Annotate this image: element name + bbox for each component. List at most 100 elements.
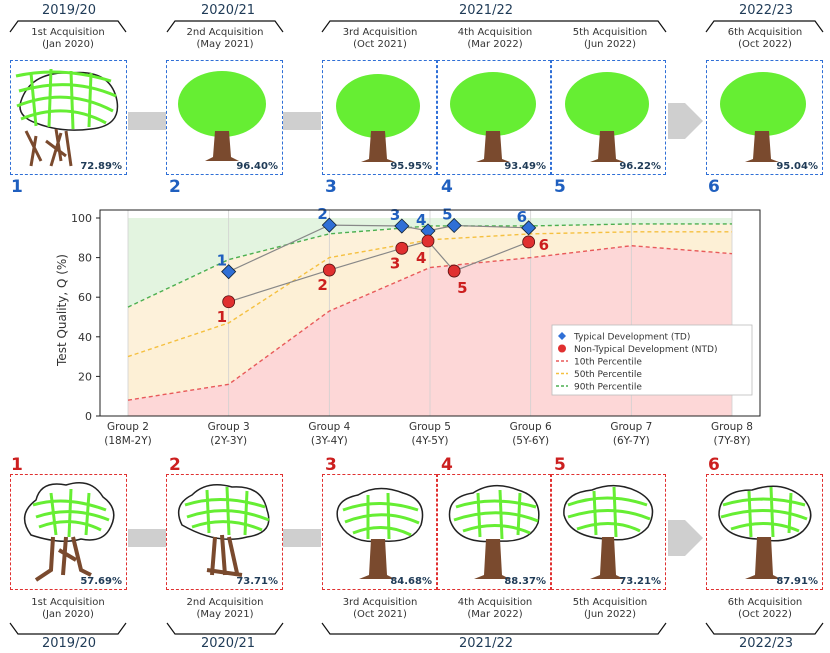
acq-title: 3rd Acquisition(Oct 2021) bbox=[342, 27, 418, 50]
x-tick-sublabel: (5Y-6Y) bbox=[512, 435, 549, 447]
tree-drawing bbox=[23, 482, 115, 582]
tree-drawing bbox=[718, 485, 812, 579]
x-tick-label: Group 2 bbox=[107, 421, 149, 433]
y-axis-label: Test Quality, Q (%) bbox=[55, 254, 69, 367]
point-label: 5 bbox=[457, 279, 467, 297]
arrow-shaft bbox=[283, 112, 321, 130]
drawing-card-ntd-5: 73.21% bbox=[551, 474, 666, 590]
quality-percent: 95.04% bbox=[776, 161, 818, 172]
plot-frame bbox=[99, 209, 761, 417]
bottom-year-label: 2020/21 bbox=[200, 636, 255, 651]
x-tick-label: Group 7 bbox=[610, 421, 652, 433]
arrow-shaft bbox=[128, 112, 166, 130]
tree-drawing bbox=[565, 72, 649, 162]
drawing-card-td-4: 93.49% bbox=[437, 60, 551, 175]
tree-drawing bbox=[336, 74, 420, 162]
top-year-brackets bbox=[9, 20, 824, 33]
x-tick-sublabel: (7Y-8Y) bbox=[714, 435, 751, 447]
legend-marker bbox=[558, 332, 566, 340]
arrow-shaft bbox=[283, 529, 321, 547]
point-label: 2 bbox=[317, 205, 327, 223]
tree-drawing bbox=[336, 487, 424, 579]
top-year-label: 2020/21 bbox=[200, 3, 255, 18]
x-tick-sublabel: (18M-2Y) bbox=[104, 435, 152, 447]
td-point bbox=[446, 217, 462, 234]
x-tick-sublabel: (3Y-4Y) bbox=[311, 435, 348, 447]
series-line bbox=[228, 224, 529, 273]
legend-box bbox=[551, 324, 753, 396]
series-line bbox=[228, 240, 529, 303]
tree-drawing bbox=[15, 68, 119, 167]
x-tick-sublabel: (4Y-5Y) bbox=[412, 435, 449, 447]
band-above-90th bbox=[128, 218, 732, 308]
ntd-point bbox=[395, 241, 409, 255]
point-label: 5 bbox=[442, 205, 452, 223]
y-tick-label: 100 bbox=[71, 212, 92, 225]
x-tick-label: Group 4 bbox=[308, 421, 350, 433]
arrow-head bbox=[668, 103, 703, 139]
legend-marker bbox=[558, 344, 566, 353]
percentile-line bbox=[127, 245, 733, 401]
quality-percent: 93.49% bbox=[504, 161, 546, 172]
y-tick-label: 80 bbox=[78, 252, 92, 265]
x-tick-sublabel: (2Y-3Y) bbox=[210, 435, 247, 447]
acq-number: 1 bbox=[11, 177, 23, 197]
quality-percent: 73.21% bbox=[619, 576, 661, 587]
legend-label: 50th Percentile bbox=[574, 370, 642, 380]
point-label: 1 bbox=[217, 252, 227, 270]
x-tick-label: Group 3 bbox=[208, 421, 250, 433]
acq-number: 3 bbox=[325, 455, 337, 475]
arrow-head bbox=[668, 520, 703, 556]
td-point bbox=[321, 217, 337, 233]
acq-number: 4 bbox=[441, 455, 453, 475]
acq-number: 1 bbox=[11, 455, 23, 475]
tree-drawing bbox=[448, 484, 540, 579]
acq-number: 6 bbox=[708, 177, 720, 197]
bottom-year-label: 2019/20 bbox=[41, 636, 96, 651]
td-point bbox=[221, 264, 237, 280]
quality-percent: 96.40% bbox=[236, 161, 278, 172]
quality-percent: 84.68% bbox=[390, 576, 432, 587]
acq-title: 5th Acquisition(Jun 2022) bbox=[572, 27, 648, 50]
acq-number: 6 bbox=[708, 455, 720, 475]
point-label: 6 bbox=[539, 236, 549, 254]
y-tick-label: 0 bbox=[85, 410, 92, 423]
x-tick-label: Group 5 bbox=[409, 421, 451, 433]
quality-percent: 88.37% bbox=[504, 576, 546, 587]
td-point bbox=[521, 220, 537, 236]
x-tick-label: Group 6 bbox=[510, 421, 552, 433]
y-tick-label: 60 bbox=[78, 291, 92, 304]
y-tick-label: 40 bbox=[78, 331, 92, 344]
ntd-point bbox=[222, 295, 236, 309]
acq-number: 4 bbox=[441, 177, 453, 197]
acq-title: 1st Acquisition(Jan 2020) bbox=[31, 597, 105, 620]
quality-percent: 96.22% bbox=[619, 161, 661, 172]
quality-percent: 95.95% bbox=[390, 161, 432, 172]
tree-drawing bbox=[450, 72, 536, 162]
point-label: 6 bbox=[517, 208, 527, 226]
point-label: 4 bbox=[416, 211, 426, 229]
quality-percent: 72.89% bbox=[80, 161, 122, 172]
acq-title: 2nd Acquisition(May 2021) bbox=[186, 27, 264, 50]
ntd-point bbox=[322, 263, 336, 277]
ntd-point bbox=[447, 264, 461, 278]
drawing-card-ntd-1: 57.69% bbox=[10, 474, 127, 590]
quality-percent: 57.69% bbox=[80, 576, 122, 587]
drawing-card-td-2: 96.40% bbox=[166, 60, 283, 175]
point-label: 3 bbox=[390, 206, 400, 224]
legend-label: 10th Percentile bbox=[574, 358, 642, 368]
quality-percent: 87.91% bbox=[776, 576, 818, 587]
arrow-shaft bbox=[128, 529, 166, 547]
percentile-line bbox=[127, 231, 732, 358]
point-label: 1 bbox=[217, 308, 227, 326]
acq-title: 2nd Acquisition(May 2021) bbox=[186, 597, 264, 620]
quality-percent: 73.71% bbox=[236, 576, 278, 587]
acq-number: 2 bbox=[169, 177, 181, 197]
drawing-card-ntd-3: 84.68% bbox=[322, 474, 437, 590]
y-tick-label: 20 bbox=[78, 370, 92, 383]
x-tick-sublabel: (6Y-7Y) bbox=[613, 435, 650, 447]
legend-label: Non-Typical Development (NTD) bbox=[574, 345, 717, 355]
acq-number: 5 bbox=[554, 177, 566, 197]
tree-drawing bbox=[563, 484, 654, 579]
